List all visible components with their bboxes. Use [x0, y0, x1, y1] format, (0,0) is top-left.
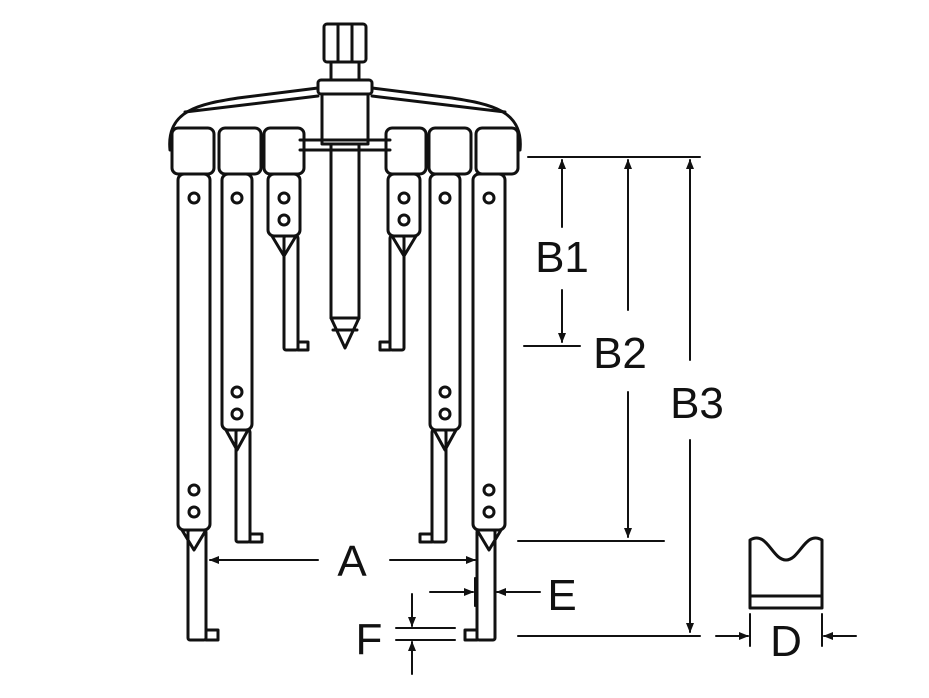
inner-leg-left	[266, 172, 310, 352]
spindle-shaft	[329, 142, 361, 320]
slider-block	[217, 126, 263, 176]
slider-block	[384, 126, 428, 176]
label-a: A	[337, 537, 367, 586]
spindle-collar	[329, 60, 361, 82]
slider-block	[170, 126, 216, 176]
label-f: F	[356, 615, 383, 664]
slider-block	[474, 126, 520, 176]
label-d: D	[770, 617, 802, 666]
dimension-labels: B1 B2 B3 A E F D	[337, 233, 802, 666]
crossbar	[168, 86, 522, 152]
slider-block	[427, 126, 473, 176]
jaw-profile	[748, 536, 824, 610]
inner-leg-right	[378, 172, 422, 352]
outer-leg-left	[176, 172, 220, 642]
label-b1: B1	[535, 233, 589, 282]
label-b3: B3	[670, 379, 724, 428]
label-e: E	[547, 571, 576, 620]
outer-leg-right	[463, 172, 507, 642]
middle-leg-right	[418, 172, 462, 544]
hex-nut	[322, 22, 368, 64]
slider-block	[262, 126, 306, 176]
spindle	[316, 22, 374, 350]
label-b2: B2	[593, 329, 647, 378]
dimension-lines	[209, 156, 857, 675]
middle-leg-left	[220, 172, 264, 544]
